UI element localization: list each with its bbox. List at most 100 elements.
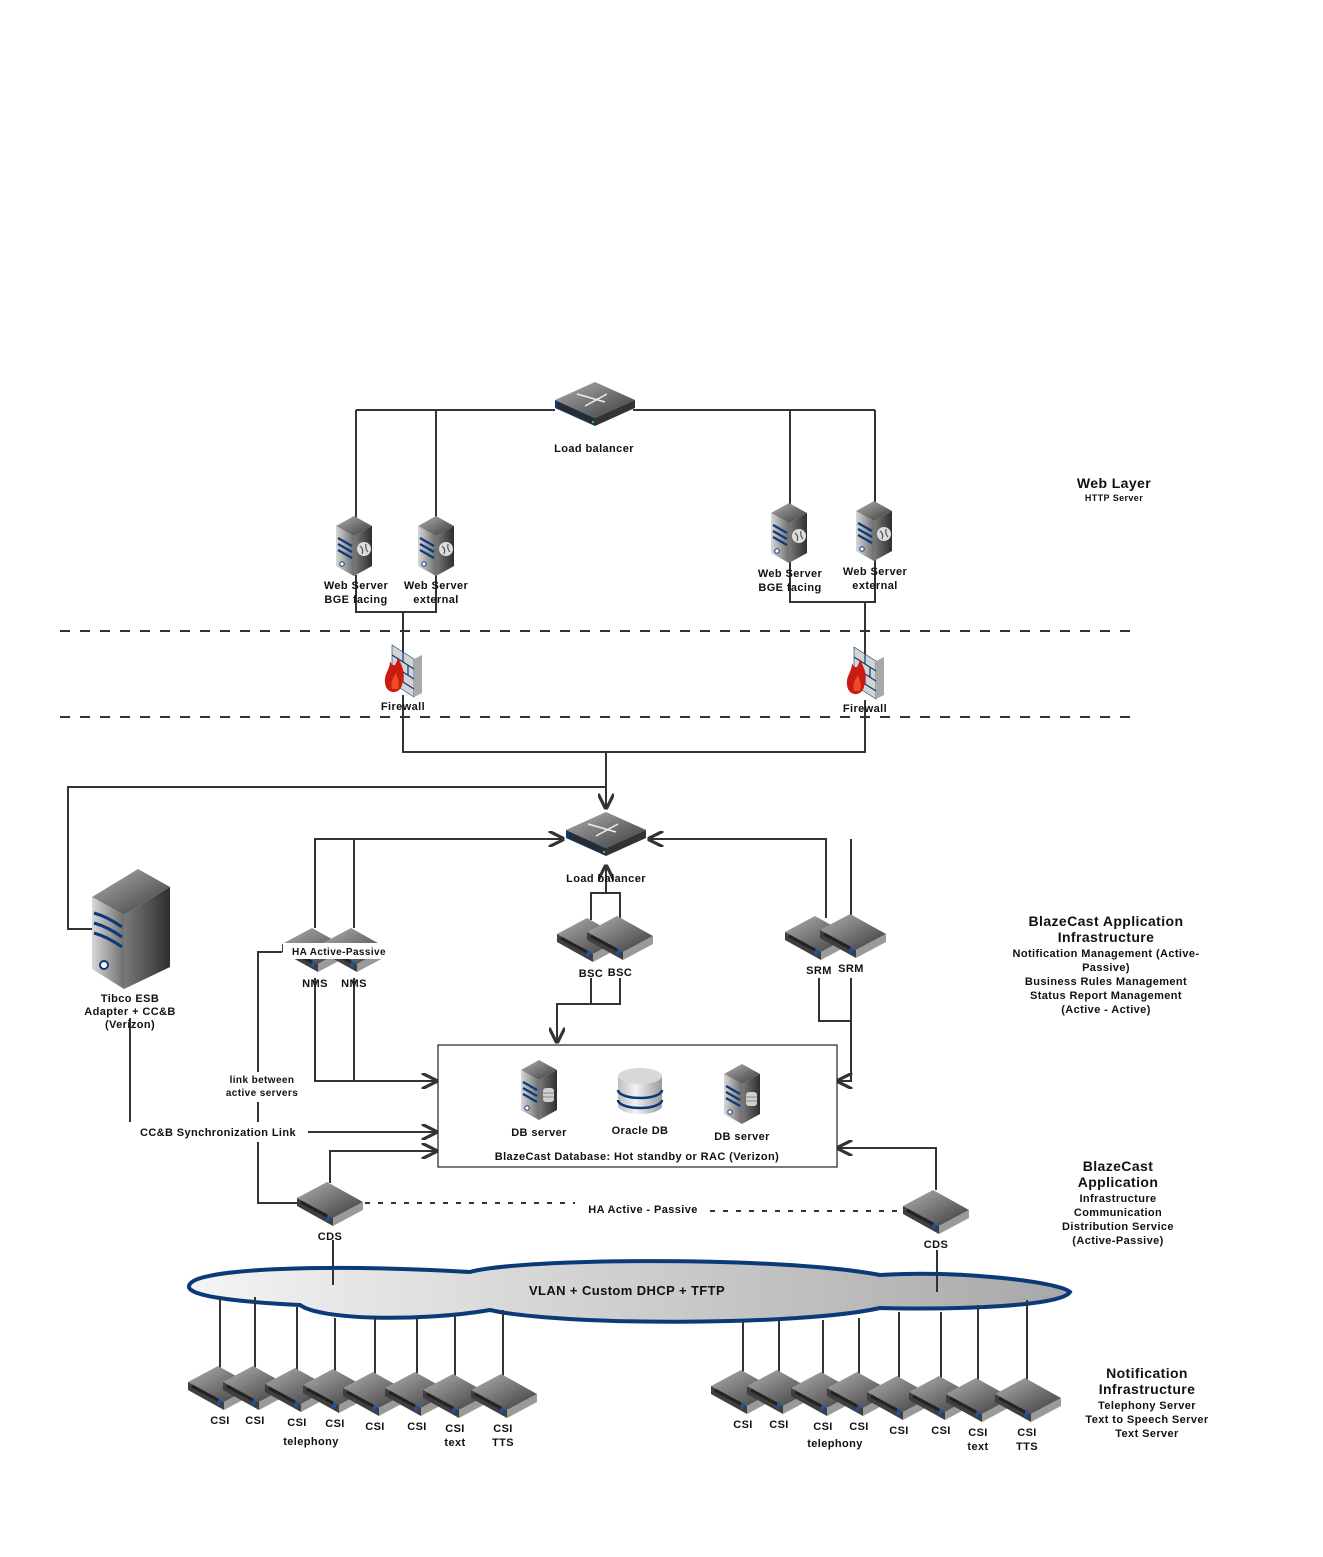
web-server-icon bbox=[769, 501, 809, 565]
notification-title-line: Notification bbox=[1106, 1365, 1188, 1381]
cds-label: CDS bbox=[924, 1239, 948, 1251]
web-server-icon bbox=[854, 499, 894, 563]
load-balancer-web[interactable]: Load balancer bbox=[554, 381, 636, 455]
web-server-label: Web Server bbox=[324, 580, 389, 592]
csi-server[interactable]: CSI bbox=[907, 1312, 977, 1437]
web-server-label: Web Server bbox=[404, 580, 469, 592]
notification-title-line: Infrastructure bbox=[1099, 1381, 1196, 1397]
cloud-label: VLAN + Custom DHCP + TFTP bbox=[529, 1283, 725, 1298]
db-server-label: DB server bbox=[511, 1127, 567, 1139]
csi-server[interactable]: CSI TTS bbox=[993, 1300, 1063, 1453]
web-server-icon bbox=[334, 514, 374, 578]
srm-label: SRM bbox=[838, 963, 864, 975]
web-server-label: Web Server bbox=[843, 566, 908, 578]
csi-role-label: TTS bbox=[492, 1437, 514, 1449]
csi-label: CSI bbox=[325, 1418, 345, 1430]
csi-server[interactable]: CSI text bbox=[944, 1305, 1014, 1453]
csi-server[interactable]: CSI bbox=[263, 1307, 333, 1429]
bsc-pair[interactable]: BSC BSC bbox=[555, 914, 655, 980]
cds-label: CDS bbox=[318, 1231, 342, 1243]
db-server-icon bbox=[519, 1058, 559, 1122]
firewall-icon bbox=[384, 644, 423, 698]
bsc-label: BSC bbox=[608, 967, 632, 979]
csi-server[interactable]: CSI bbox=[186, 1297, 256, 1427]
web-server-icon bbox=[416, 514, 456, 578]
link-label-line1: link between bbox=[230, 1075, 295, 1086]
firewall-icon bbox=[846, 646, 885, 700]
web-server-sublabel: BGE facing bbox=[324, 594, 387, 606]
web-server-4[interactable]: Web Server external bbox=[843, 499, 908, 592]
web-server-3[interactable]: Web Server BGE facing bbox=[758, 501, 823, 594]
csi-server[interactable]: CSI bbox=[865, 1312, 935, 1437]
csi-server[interactable]: CSI bbox=[825, 1318, 895, 1433]
database-cluster[interactable]: DB server Oracle DB DB server BlazeCast … bbox=[437, 1044, 838, 1168]
load-balancer-app[interactable]: Load balancer bbox=[565, 811, 647, 885]
nms-ha-label: HA Active-Passive bbox=[292, 947, 386, 958]
app-title-line: BlazeCast Application bbox=[1029, 913, 1184, 929]
cds-left[interactable]: CDS bbox=[295, 1180, 365, 1243]
load-balancer-label: Load balancer bbox=[566, 873, 646, 885]
notification-subtitle-line: Telephony Server bbox=[1098, 1400, 1196, 1412]
app-subtitle-line: Passive) bbox=[1082, 962, 1130, 974]
tower-server-icon bbox=[90, 867, 172, 991]
notification-caption: Notification Infrastructure Telephony Se… bbox=[1085, 1365, 1208, 1440]
csi-server[interactable]: CSI bbox=[301, 1318, 371, 1430]
web-server-sublabel: external bbox=[852, 580, 897, 592]
oracle-db-label: Oracle DB bbox=[612, 1125, 669, 1137]
database-caption: BlazeCast Database: Hot standby or RAC (… bbox=[495, 1151, 779, 1163]
firewall-right[interactable]: Firewall bbox=[843, 646, 887, 715]
csi-server[interactable]: CSI bbox=[383, 1318, 453, 1433]
csi-label: CSI bbox=[1017, 1427, 1037, 1439]
csi-label: CSI bbox=[813, 1421, 833, 1433]
csi-server[interactable]: CSI bbox=[789, 1320, 859, 1433]
cds-title-line: Application bbox=[1078, 1174, 1159, 1190]
tibco-label-line2: Adapter + CC&B bbox=[84, 1006, 175, 1018]
srm-pair[interactable]: SRM SRM bbox=[783, 912, 888, 977]
network-cloud[interactable]: VLAN + Custom DHCP + TFTP bbox=[186, 1259, 1073, 1324]
csi-label: CSI bbox=[245, 1415, 265, 1427]
link-between-active-label: link between active servers bbox=[226, 1075, 298, 1099]
oracle-db-icon bbox=[616, 1066, 664, 1116]
tibco-esb-server[interactable]: Tibco ESB Adapter + CC&B (Verizon) bbox=[84, 867, 175, 1031]
tibco-label-line3: (Verizon) bbox=[105, 1019, 155, 1031]
cds-subtitle-line: (Active-Passive) bbox=[1072, 1235, 1163, 1247]
cds-title-line: BlazeCast bbox=[1083, 1158, 1154, 1174]
app-layer-caption: BlazeCast Application Infrastructure Not… bbox=[1013, 913, 1200, 1016]
csi-server[interactable]: CSI bbox=[221, 1297, 291, 1427]
nms-pair[interactable]: HA Active-Passive NMS NMS bbox=[280, 926, 393, 990]
csi-server[interactable]: CSI bbox=[341, 1318, 411, 1433]
web-server-sublabel: BGE facing bbox=[758, 582, 821, 594]
tibco-label-line1: Tibco ESB bbox=[101, 993, 159, 1005]
csi-server[interactable]: CSI bbox=[745, 1320, 815, 1431]
srm-label: SRM bbox=[806, 965, 832, 977]
csi-role-label: text bbox=[967, 1441, 988, 1453]
notification-subtitle-line: Text Server bbox=[1115, 1428, 1179, 1440]
cds-cloud-links bbox=[332, 1270, 938, 1292]
csi-label: CSI bbox=[210, 1415, 230, 1427]
cds-subtitle-line: Infrastructure bbox=[1079, 1193, 1156, 1205]
web-server-1[interactable]: Web Server BGE facing bbox=[324, 514, 389, 606]
web-layer-title: Web Layer bbox=[1077, 475, 1151, 491]
firewall-left[interactable]: Firewall bbox=[381, 644, 425, 713]
link-label-line2: active servers bbox=[226, 1088, 298, 1099]
csi-label: CSI bbox=[407, 1421, 427, 1433]
nms-label: NMS bbox=[302, 978, 328, 990]
rack-server-icon bbox=[469, 1372, 539, 1420]
notification-subtitle-line: Text to Speech Server bbox=[1085, 1414, 1208, 1426]
web-server-label: Web Server bbox=[758, 568, 823, 580]
csi-label: CSI bbox=[968, 1427, 988, 1439]
csi-role-label: TTS bbox=[1016, 1441, 1038, 1453]
cds-right[interactable]: CDS bbox=[901, 1188, 971, 1251]
db-server-label: DB server bbox=[714, 1131, 770, 1143]
cds-subtitle-line: Distribution Service bbox=[1062, 1221, 1174, 1233]
nms-label: NMS bbox=[341, 978, 367, 990]
csi-server[interactable]: CSI bbox=[709, 1322, 779, 1431]
app-subtitle-line: Business Rules Management bbox=[1025, 976, 1187, 988]
app-subtitle-line: (Active - Active) bbox=[1061, 1004, 1151, 1016]
web-server-2[interactable]: Web Server external bbox=[404, 514, 469, 606]
csi-label: CSI bbox=[287, 1417, 307, 1429]
csi-label: CSI bbox=[931, 1425, 951, 1437]
